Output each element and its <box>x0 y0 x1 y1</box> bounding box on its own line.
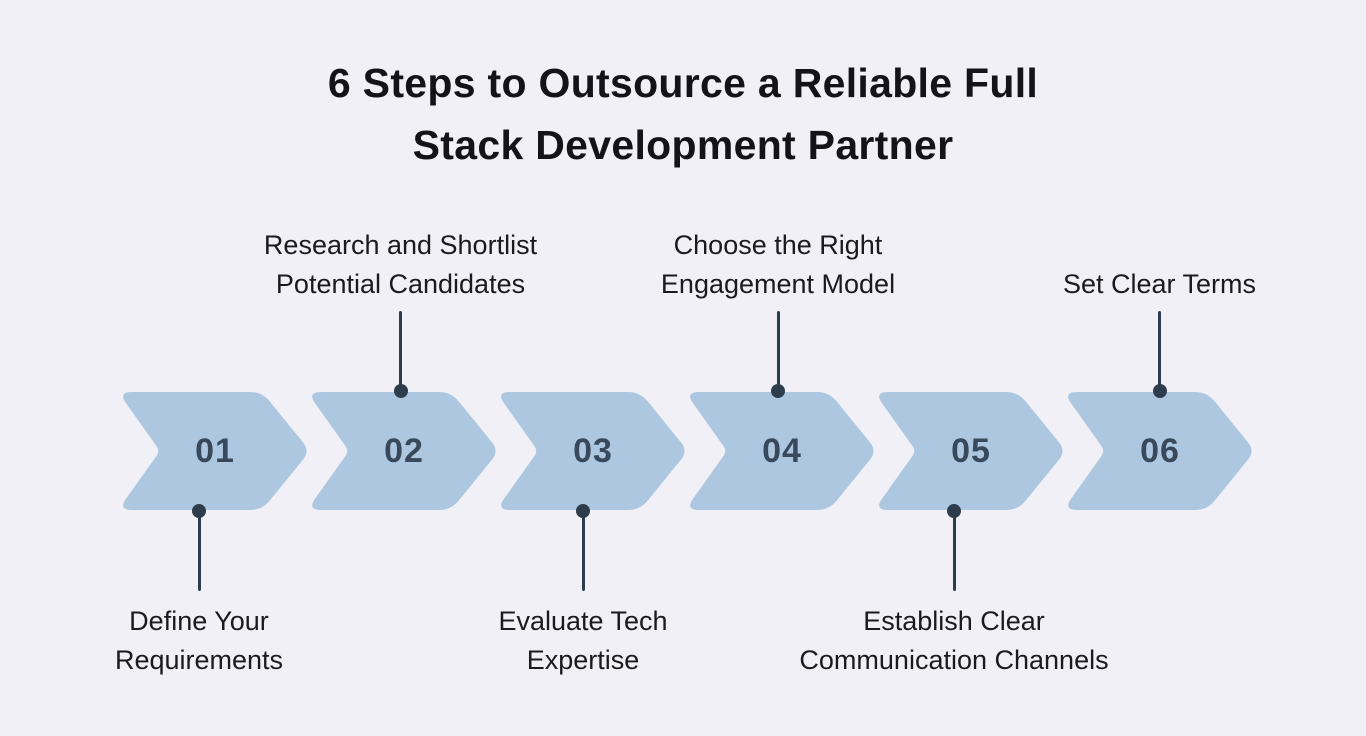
connector-dot <box>947 504 961 518</box>
step-label-line: Engagement Model <box>660 269 896 299</box>
connector-dot <box>393 384 408 398</box>
connector-line <box>581 511 585 591</box>
connector-line <box>197 511 201 591</box>
chevron-arrow-icon <box>690 392 874 510</box>
chevron-arrow-icon <box>1068 392 1252 510</box>
step-label-line: Potential Candidates <box>275 269 526 299</box>
step-label-06: Set Clear Terms <box>1063 265 1256 304</box>
page-title-line2: Stack Development Partner <box>412 122 954 168</box>
chevron-arrow-icon <box>123 392 307 510</box>
step-label-line: Communication Channels <box>799 645 1109 675</box>
step-number: 03 <box>573 431 613 470</box>
step-label-line: Choose the Right <box>673 230 883 260</box>
connector-dot <box>1152 384 1167 398</box>
connector-line <box>1158 311 1161 391</box>
step-arrow-04: 04 <box>685 392 877 510</box>
connector-line <box>776 311 780 391</box>
chevron-arrow-icon <box>501 392 685 510</box>
step-number: 05 <box>951 431 991 470</box>
page-title: 6 Steps to Outsource a Reliable Full Sta… <box>0 52 1366 176</box>
step-arrow-01: 01 <box>118 392 310 510</box>
step-arrow-03: 03 <box>496 392 688 510</box>
step-number: 06 <box>1140 431 1180 470</box>
chevron-arrow-icon <box>312 392 496 510</box>
connector-line <box>952 511 956 591</box>
step-label-line: Research and Shortlist <box>263 230 538 260</box>
step-arrow-02: 02 <box>307 392 499 510</box>
chevron-arrow-icon <box>879 392 1063 510</box>
connector-dot <box>771 384 785 398</box>
step-number: 02 <box>384 431 424 470</box>
step-label-line: Establish Clear <box>863 606 1045 636</box>
step-label-line: Set Clear Terms <box>1062 269 1257 299</box>
step-label-line: Requirements <box>114 645 284 675</box>
connector-dot <box>576 504 590 518</box>
step-arrow-05: 05 <box>874 392 1066 510</box>
step-arrow-06: 06 <box>1063 392 1255 510</box>
connector-line <box>399 311 402 391</box>
connector-dot <box>192 504 206 518</box>
step-label-line: Define Your <box>129 606 269 636</box>
page-title-line1: 6 Steps to Outsource a Reliable Full <box>327 60 1039 106</box>
step-label-line: Evaluate Tech <box>498 606 668 636</box>
step-number: 04 <box>762 431 802 470</box>
step-label-line: Expertise <box>526 645 640 675</box>
step-number: 01 <box>195 431 235 470</box>
